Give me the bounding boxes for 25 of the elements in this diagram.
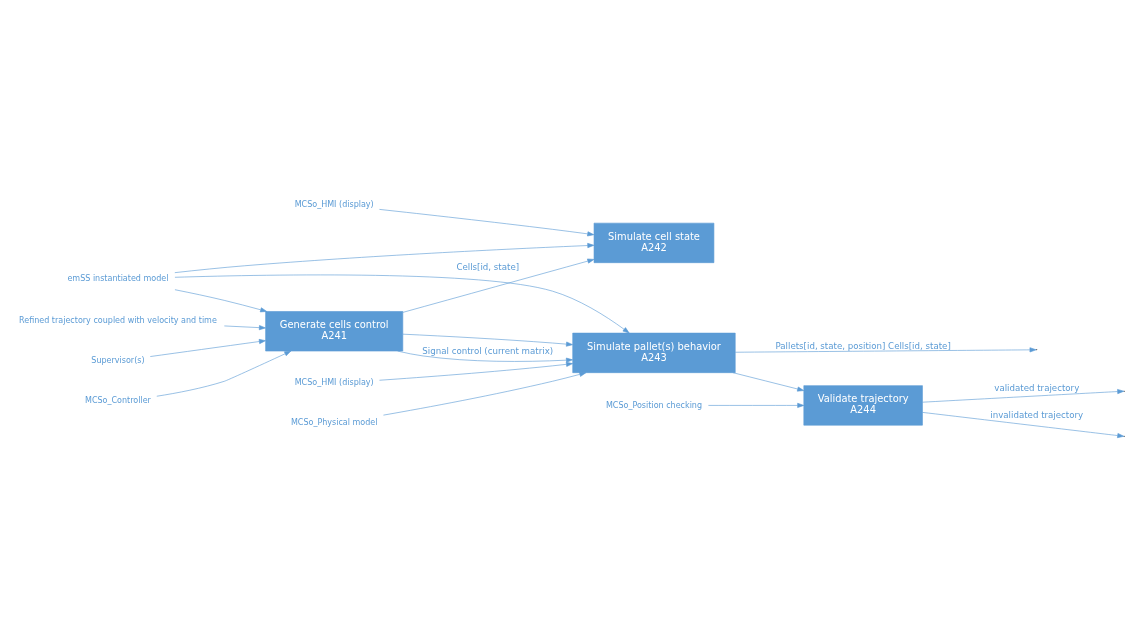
- arrow: [150, 338, 266, 357]
- arrow: [402, 333, 573, 347]
- arrow: [397, 350, 573, 363]
- arrow: [224, 324, 266, 330]
- arrow: [708, 402, 805, 408]
- arrow: [174, 274, 630, 333]
- node-box: Simulate cell state A242: [593, 222, 715, 263]
- arrow: [174, 242, 595, 273]
- arrow: [174, 288, 268, 312]
- arrow: [379, 208, 595, 236]
- edge-label: Signal control (current matrix): [422, 345, 554, 356]
- edge-label: invalidated trajectory: [990, 409, 1084, 420]
- node-box: Generate cells control A241: [265, 310, 404, 351]
- arrow: [732, 371, 805, 391]
- arrow: [922, 388, 1125, 402]
- edge-label: Pallets[id, state, position] Cells[id, state]: [775, 340, 951, 351]
- arrow: [734, 346, 1037, 353]
- node-box: Simulate pallet(s) behavior A243: [572, 332, 736, 373]
- arrow: [383, 371, 587, 415]
- arrow: [379, 361, 573, 381]
- edge-label: validated trajectory: [994, 382, 1080, 393]
- arrow: [156, 350, 292, 397]
- edge-label: Cells[id, state]: [456, 261, 520, 272]
- node-box: Validate trajectory A244: [803, 384, 923, 425]
- arrow: [402, 258, 595, 313]
